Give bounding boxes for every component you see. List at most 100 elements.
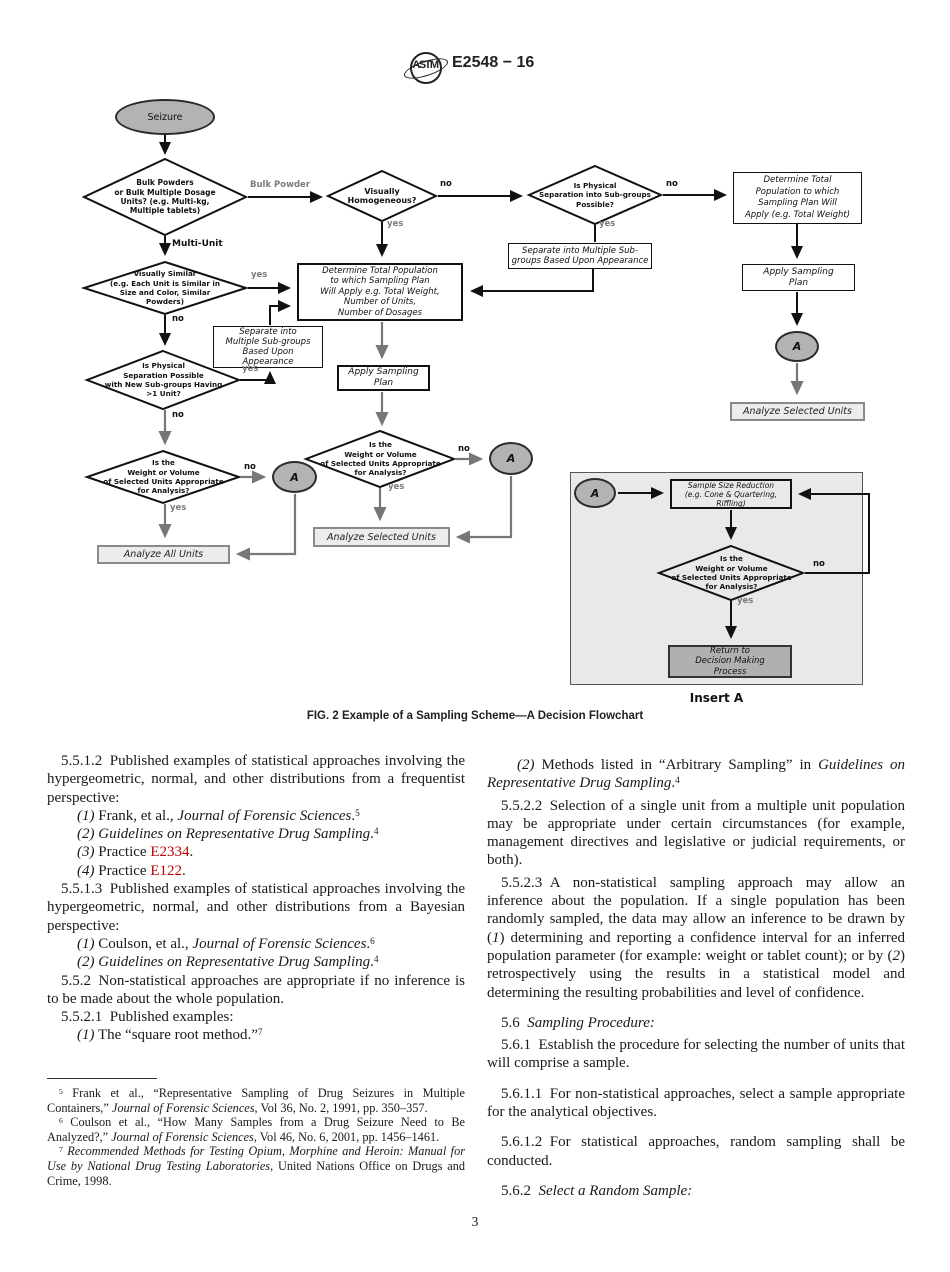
footnote-divider bbox=[47, 1078, 157, 1079]
process-analyze-all-units: Analyze All Units bbox=[97, 545, 230, 564]
text-segment: 5.5.2 Non-statistical approaches are app… bbox=[47, 972, 465, 1007]
process-apply-sampling-plan-mid: Apply Sampling Plan bbox=[337, 365, 430, 391]
text-segment: 7 bbox=[59, 1144, 63, 1154]
node-seizure: Seizure bbox=[115, 99, 215, 135]
text-segment: Recommended Methods for Testing Opium, M… bbox=[47, 1144, 466, 1173]
process-determine-population-mid: Determine Total Population to which Samp… bbox=[297, 263, 463, 321]
edge-label-no: no bbox=[172, 314, 184, 324]
text-segment: 1 bbox=[492, 929, 500, 946]
text-segment: Sampling Procedure: bbox=[527, 1014, 655, 1031]
footnotes-block: 5 Frank et al., “Representative Sampling… bbox=[47, 1078, 465, 1188]
practice-link[interactable]: E122 bbox=[150, 862, 182, 879]
text-segment: Select a Random Sample: bbox=[538, 1182, 693, 1199]
process-determine-population-right: Determine Total Population to which Samp… bbox=[733, 172, 862, 224]
connector-a-left: A bbox=[272, 461, 317, 493]
footnotes-list: 5 Frank et al., “Representative Sampling… bbox=[47, 1086, 465, 1188]
edge-label-no: no bbox=[458, 444, 470, 454]
text-segment: Coulson et al., “How Many Samples from a… bbox=[47, 1115, 465, 1144]
text-segment: 6 bbox=[370, 936, 375, 947]
footnote: 5 Frank et al., “Representative Sampling… bbox=[47, 1086, 465, 1115]
connector-a-right: A bbox=[775, 331, 819, 362]
decision-bulk-units: Bulk Powders or Bulk Multiple Dosage Uni… bbox=[114, 178, 216, 216]
text-segment: 4 bbox=[373, 827, 379, 838]
astm-logo-ring bbox=[410, 52, 442, 84]
text-segment: (4) bbox=[77, 862, 95, 879]
text-segment: , Vol 46, No. 6, 2001, pp. 1456–1461. bbox=[253, 1129, 440, 1144]
process-analyze-selected-units-right: Analyze Selected Units bbox=[730, 402, 865, 421]
edge-label-yes: yes bbox=[388, 482, 405, 492]
insert-a-title: Insert A bbox=[689, 691, 744, 705]
decision-physical-separation-new-subgroups: Is Physical Separation Possible with New… bbox=[104, 361, 223, 399]
edge-label-yes: yes bbox=[251, 270, 268, 280]
text-segment: (2) bbox=[77, 954, 99, 971]
text-segment: Methods listed in “Arbitrary Sampling” i… bbox=[534, 757, 819, 773]
text-segment: Coulson, et al., bbox=[94, 935, 193, 952]
text-segment: 5.5.2.3 A non-statistical sampling appro… bbox=[487, 874, 905, 946]
text-segment: . bbox=[366, 935, 371, 952]
text-segment: . bbox=[370, 826, 374, 843]
decision-weight-volume-insert: Is the Weight or Volume of Selected Unit… bbox=[671, 554, 792, 592]
text-segment: 5.5.1.3 Published examples of statistica… bbox=[47, 881, 465, 934]
text-segment: (1) bbox=[77, 1027, 95, 1044]
text-segment: 5.6 bbox=[501, 1014, 528, 1031]
text-segment: . bbox=[181, 862, 186, 879]
paragraph: (1) Frank, et al., Journal of Forensic S… bbox=[47, 807, 465, 825]
text-segment: . bbox=[351, 807, 356, 824]
edge-label-no: no bbox=[666, 179, 678, 189]
text-segment: ) determining and reporting a confidence… bbox=[487, 929, 905, 964]
decision-visually-similar: Visually Similar (e.g. Each Unit is Simi… bbox=[109, 269, 221, 307]
process-separate-subgroups-left: Separate into Multiple Sub-groups Based … bbox=[213, 326, 323, 368]
astm-logo-icon: ASTM bbox=[401, 50, 451, 86]
text-segment: Frank, et al., bbox=[94, 807, 178, 824]
process-sample-size-reduction: Sample Size Reduction (e.g. Cone & Quart… bbox=[670, 479, 792, 509]
paragraph: 5.5.1.2 Published examples of statistica… bbox=[47, 752, 465, 807]
paragraph: 5.6.1.1 For non-statistical approaches, … bbox=[487, 1085, 905, 1122]
text-segment: (2) bbox=[517, 757, 535, 773]
text-segment: 5.5.2.2 Selection of a single unit from … bbox=[487, 797, 905, 869]
paragraph: 5.6 Sampling Procedure: bbox=[487, 1014, 905, 1032]
page-number: 3 bbox=[471, 1214, 479, 1229]
text-segment: 6 bbox=[59, 1115, 63, 1125]
text-segment: (1) bbox=[77, 935, 95, 952]
text-segment: 5.6.2 bbox=[501, 1182, 539, 1199]
text-segment: ) retrospectively using the results in a… bbox=[487, 947, 905, 1001]
paragraph: (1) The “square root method.”7 bbox=[47, 1026, 465, 1044]
edge-label-no: no bbox=[813, 559, 825, 569]
text-segment: Guidelines on Representative Drug Sampli… bbox=[98, 954, 371, 971]
text-segment: 5 bbox=[59, 1086, 63, 1096]
text-segment: (3) bbox=[77, 844, 95, 861]
footnote: 7 Recommended Methods for Testing Opium,… bbox=[47, 1144, 465, 1188]
paragraph: (4) Practice E122. bbox=[47, 862, 465, 880]
standard-designation: E2548 − 16 bbox=[452, 54, 535, 71]
edge-label-yes: yes bbox=[737, 596, 754, 606]
text-segment: 5.6.1.2 For statistical approaches, rand… bbox=[487, 1134, 905, 1169]
text-segment: . bbox=[370, 954, 374, 971]
text-segment: . bbox=[189, 844, 194, 861]
text-segment: (1) bbox=[77, 807, 95, 824]
text-segment: Journal of Forensic Sciences bbox=[192, 935, 367, 952]
text-segment: , United Nations Office on Drugs and Cri… bbox=[47, 1158, 466, 1188]
connector-a-insert: A bbox=[574, 478, 616, 508]
edge-label-no: no bbox=[244, 462, 256, 472]
text-segment: 5.6.1.1 For non-statistical approaches, … bbox=[487, 1085, 905, 1121]
edge-label-yes: yes bbox=[242, 364, 259, 374]
text-segment: Practice bbox=[94, 844, 151, 861]
text-segment: . bbox=[671, 775, 676, 792]
edge-label-yes: yes bbox=[170, 503, 187, 513]
decision-physical-separation-subgroups: Is Physical Separation into Sub-groups P… bbox=[539, 181, 651, 209]
text-segment: Practice bbox=[94, 862, 151, 879]
text-segment: The “square root method.” bbox=[94, 1027, 258, 1044]
text-segment: Journal of Forensic Sciences bbox=[111, 1100, 255, 1115]
decision-visually-homogeneous: Visually Homogeneous? bbox=[347, 186, 417, 205]
text-segment: 2 bbox=[892, 947, 901, 964]
edge-label-bulk-powder: Bulk Powder bbox=[250, 180, 311, 190]
text-segment: Frank et al., “Representative Sampling o… bbox=[47, 1086, 465, 1115]
astm-logo-letters: ASTM bbox=[412, 59, 439, 71]
edge-label-yes: yes bbox=[387, 219, 404, 229]
connector-a-mid: A bbox=[489, 442, 533, 475]
text-segment: 5.6.1 Establish the procedure for select… bbox=[487, 1037, 905, 1072]
paragraph: 5.6.1.2 For statistical approaches, rand… bbox=[487, 1133, 905, 1170]
text-segment: 5.5.2.1 Published examples: bbox=[61, 1009, 234, 1026]
practice-link[interactable]: E2334 bbox=[150, 844, 190, 861]
